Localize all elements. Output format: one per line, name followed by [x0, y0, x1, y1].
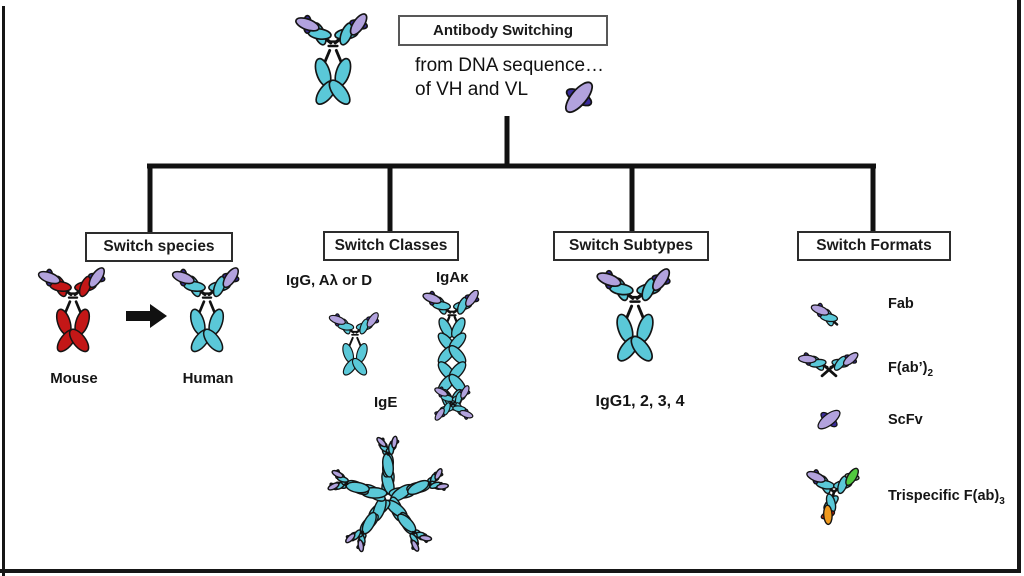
- branch-box-switch-classes: Switch Classes: [323, 231, 459, 261]
- mouse-antibody-figure: [22, 267, 124, 357]
- scfv-label: ScFv: [888, 412, 923, 428]
- scfv-figure-top: [542, 64, 616, 131]
- subtitle-line-2: of VH and VL: [415, 79, 529, 100]
- iga-class-label: IgAκ: [436, 269, 469, 286]
- fab2-label: F(ab’)2: [888, 360, 934, 379]
- ige-antibody-figure: [414, 368, 492, 440]
- branch-label-subtypes: Switch Subtypes: [568, 237, 694, 254]
- antibody-pentamer-rosette-figure: [306, 424, 470, 569]
- fab2-figure: [777, 329, 881, 384]
- branch-label-classes: Switch Classes: [334, 237, 448, 254]
- igg-antibody-figure: [317, 312, 393, 379]
- human-label: Human: [182, 370, 234, 387]
- whole-antibody-figure-top: [278, 13, 388, 110]
- mouse-label: Mouse: [50, 370, 98, 387]
- branch-label-species: Switch species: [103, 238, 215, 255]
- scfv-figure: [806, 400, 852, 439]
- slide-border-right: [1017, 0, 1021, 573]
- iga-dimer-figure: [407, 290, 497, 412]
- slide-border-bottom: [0, 569, 1021, 573]
- branch-box-switch-species: Switch species: [85, 232, 233, 262]
- subtype-label: IgG1, 2, 3, 4: [595, 393, 685, 410]
- ige-class-label: IgE: [374, 394, 398, 411]
- branch-label-formats: Switch Formats: [816, 237, 932, 254]
- fab-label: Fab: [888, 296, 914, 312]
- igg-class-label: IgG, Aλ or D: [286, 272, 373, 289]
- subtype-antibody-figure: [579, 268, 691, 367]
- title-box: Antibody Switching: [398, 15, 608, 46]
- subtitle-line-1: from DNA sequence…: [415, 55, 605, 76]
- slide-border-left: [2, 6, 5, 576]
- mouse-to-human-arrow: [126, 303, 168, 329]
- branch-box-switch-subtypes: Switch Subtypes: [553, 231, 709, 261]
- fab-figure: [794, 283, 852, 333]
- branch-box-switch-formats: Switch Formats: [797, 231, 951, 261]
- trispecific-label: Trispecific F(ab)3: [888, 488, 1005, 507]
- page-title: Antibody Switching: [433, 22, 573, 39]
- subtitle-text: from DNA sequence… of VH and VL: [415, 54, 604, 102]
- trispecific-figure: [788, 446, 880, 545]
- human-antibody-figure: [156, 267, 258, 357]
